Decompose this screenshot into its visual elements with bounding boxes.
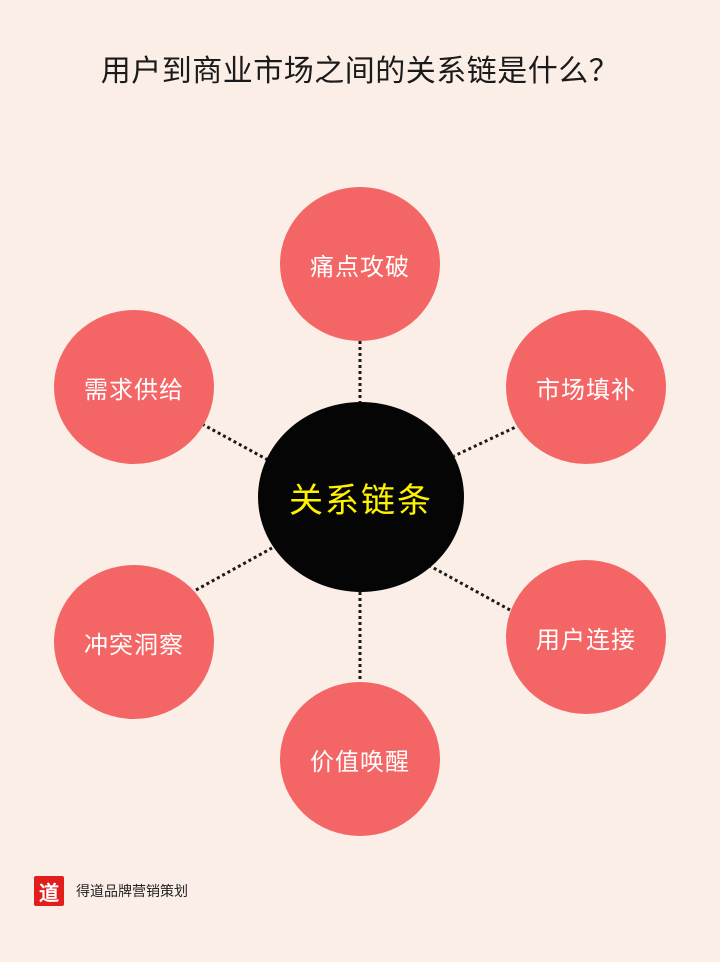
- center-node: 关系链条: [258, 402, 464, 592]
- node-label: 用户连接: [536, 625, 636, 654]
- brand-footer: 道 得道品牌营销策划: [34, 876, 188, 906]
- node-value-awakening: 价值唤醒: [280, 682, 440, 836]
- node-label: 价值唤醒: [310, 747, 410, 776]
- node-label: 冲突洞察: [84, 630, 184, 659]
- brand-name: 得道品牌营销策划: [76, 884, 188, 900]
- center-node-label: 关系链条: [289, 480, 433, 521]
- node-pain-point: 痛点攻破: [280, 187, 440, 341]
- page-title: 用户到商业市场之间的关系链是什么？: [100, 54, 620, 89]
- connector-upper-left: [201, 422, 269, 462]
- node-user-connection: 用户连接: [506, 560, 666, 714]
- brand-logo: 道: [34, 876, 64, 906]
- node-market-fill: 市场填补: [506, 310, 666, 464]
- node-label: 需求供给: [84, 375, 184, 404]
- connector-lower-right: [429, 564, 511, 612]
- connector-lower-left: [195, 546, 273, 592]
- node-conflict-insight: 冲突洞察: [54, 565, 214, 719]
- node-demand-supply: 需求供给: [54, 310, 214, 464]
- connector-upper-right: [453, 423, 521, 458]
- node-label: 痛点攻破: [310, 252, 410, 281]
- node-label: 市场填补: [536, 375, 636, 404]
